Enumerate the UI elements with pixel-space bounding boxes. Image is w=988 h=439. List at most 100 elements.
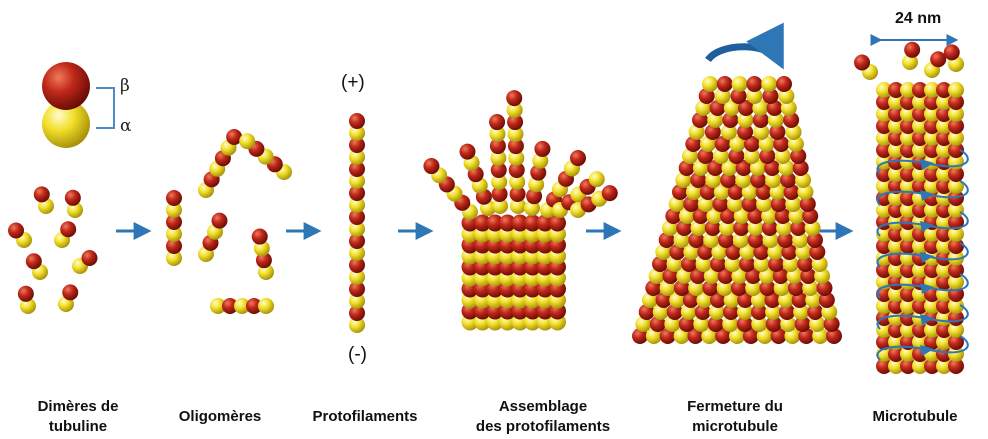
beta-subunit: [683, 196, 700, 212]
beta-subunit: [900, 190, 916, 206]
alpha-subunit: [876, 298, 892, 314]
alpha-subunit: [747, 220, 764, 236]
beta-subunit: [900, 310, 916, 326]
alpha-subunit: [758, 136, 775, 152]
beta-subunit: [912, 322, 928, 338]
beta-subunit: [936, 130, 952, 146]
plus-end-label: (+): [341, 72, 365, 93]
helix-arrowhead: [920, 283, 934, 294]
alpha-subunit: [508, 150, 525, 167]
beta-subunit: [665, 208, 682, 224]
beta-subunit: [737, 124, 754, 140]
alpha-subunit: [778, 292, 795, 308]
alpha-subunit: [258, 298, 274, 314]
alpha-subunit: [778, 160, 795, 176]
alpha-subunit: [948, 274, 964, 290]
beta-subunit: [936, 298, 952, 314]
alpha-subunit: [737, 112, 754, 128]
alpha-subunit: [912, 334, 928, 350]
stage-label-line2: des protofilaments: [475, 418, 611, 435]
beta-subunit: [349, 161, 365, 177]
alpha-subunit: [756, 328, 773, 344]
beta-subunit: [776, 76, 792, 92]
alpha-subunit: [721, 160, 738, 176]
alpha-subunit: [765, 172, 782, 188]
alpha-subunit: [888, 166, 904, 182]
beta-subunit: [936, 178, 952, 194]
beta-subunit: [474, 214, 491, 232]
beta-subunit: [735, 160, 752, 176]
beta-subunit: [499, 214, 516, 232]
alpha-subunit: [349, 317, 365, 333]
beta-subunit: [349, 257, 365, 273]
helix-arrowhead: [920, 190, 934, 201]
alpha-subunit: [166, 226, 182, 242]
beta-subunit: [725, 244, 742, 260]
beta-subunit: [704, 124, 721, 140]
beta-subunit: [715, 328, 732, 344]
beta-subunit: [17, 285, 34, 302]
beta-subunit: [489, 138, 506, 155]
beta-subunit: [900, 358, 916, 374]
alpha-subunit: [805, 292, 822, 308]
alpha-subunit: [679, 208, 696, 224]
beta-subunit: [876, 358, 892, 374]
beta-subunit: [699, 184, 716, 200]
alpha-subunit: [912, 142, 928, 158]
beta-subunit: [753, 244, 770, 260]
beta-subunit: [688, 232, 705, 248]
alpha-subunit: [253, 240, 270, 257]
beta-subunit: [486, 214, 504, 232]
beta-subunit: [25, 253, 42, 270]
beta-subunit: [888, 130, 904, 146]
beta-subunit: [798, 328, 815, 344]
alpha-subunit: [948, 322, 964, 338]
alpha-subunit: [645, 328, 662, 344]
alpha-subunit: [524, 200, 540, 216]
beta-subunit: [709, 100, 726, 116]
beta-subunit: [349, 209, 365, 225]
beta-subunit: [792, 160, 809, 176]
beta-subunit: [876, 334, 892, 350]
beta-subunit: [737, 292, 754, 308]
beta-subunit: [780, 172, 797, 188]
beta-subunit: [349, 233, 365, 249]
alpha-subunit: [688, 124, 705, 140]
alpha-subunit: [804, 220, 821, 236]
alpha-subunit: [758, 268, 775, 284]
beta-subunit: [747, 232, 764, 248]
helix-arrows: [876, 149, 969, 361]
beta-subunit: [924, 118, 940, 134]
beta-subunit: [716, 76, 733, 92]
alpha-subunit: [876, 130, 892, 146]
alpha-subunit: [924, 82, 940, 98]
beta-subunit: [694, 304, 711, 320]
beta-subunit: [818, 292, 835, 308]
beta-subunit: [876, 190, 892, 206]
alpha-subunit: [731, 268, 748, 284]
alpha-subunit: [812, 328, 829, 344]
beta-subunit: [746, 76, 763, 92]
alpha-subunit: [349, 149, 365, 165]
alpha-label: α: [120, 116, 132, 136]
alpha-subunit: [795, 172, 812, 188]
beta-subunit: [904, 41, 921, 58]
alpha-subunit: [489, 126, 506, 143]
beta-subunit: [948, 214, 964, 230]
beta-subunit: [888, 154, 904, 170]
beta-subunit: [888, 202, 904, 218]
beta-subunit: [924, 358, 940, 374]
beta-subunit: [936, 250, 952, 266]
stage-label-protofilaments: Protofilaments: [295, 407, 435, 427]
beta-subunit: [794, 316, 811, 332]
beta-subunit: [717, 268, 734, 284]
beta-subunit: [752, 112, 769, 128]
alpha-subunit: [784, 328, 801, 344]
beta-subunit: [936, 106, 952, 122]
stage-label-line1: Microtubule: [872, 408, 958, 425]
alpha-subunit: [888, 190, 904, 206]
beta-subunit: [854, 54, 871, 71]
beta-subunit: [764, 292, 781, 308]
alpha-subunit: [936, 118, 952, 134]
alpha-subunit: [876, 82, 892, 98]
